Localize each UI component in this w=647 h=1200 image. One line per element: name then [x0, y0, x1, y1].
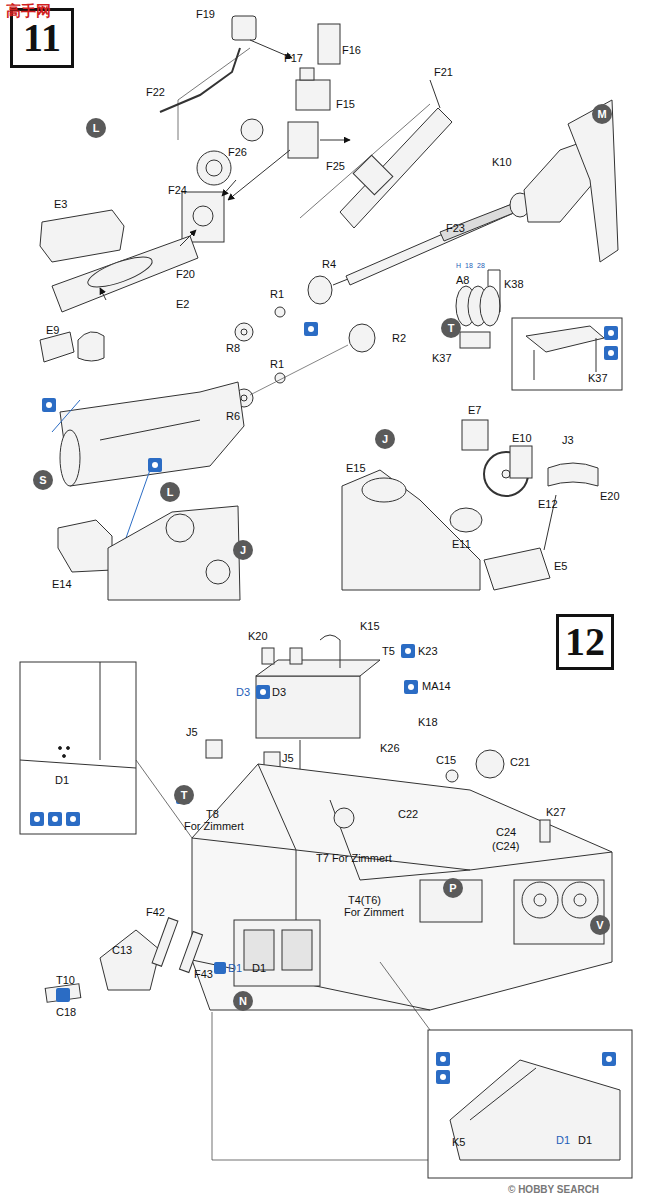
- subassembly-circle: S: [33, 470, 53, 490]
- part-number: K20: [248, 630, 268, 642]
- step-number: 11: [23, 18, 61, 58]
- step-number-box: 12: [556, 614, 614, 670]
- part-number: J3: [562, 434, 574, 446]
- subassembly-circle: T: [441, 318, 461, 338]
- subassembly-letter: T: [448, 323, 455, 334]
- part-number: A8: [456, 274, 469, 286]
- part-number: T4(T6): [348, 894, 381, 906]
- part-number: T5: [382, 645, 395, 657]
- part-number: R1: [270, 358, 284, 370]
- part-number: K26: [380, 742, 400, 754]
- part-number: F15: [336, 98, 355, 110]
- part-number: F23: [446, 222, 465, 234]
- part-number: T7 For Zimmert: [316, 852, 392, 864]
- subassembly-circle: T: [174, 785, 194, 805]
- part-number: D1: [228, 962, 242, 974]
- part-number: F20: [176, 268, 195, 280]
- part-number: E10: [512, 432, 532, 444]
- part-number: For Zimmert: [184, 820, 244, 832]
- subassembly-letter: S: [39, 475, 46, 486]
- part-number: C18: [56, 1006, 76, 1018]
- part-number: E5: [554, 560, 567, 572]
- part-number: F26: [228, 146, 247, 158]
- subassembly-letter: P: [449, 883, 456, 894]
- part-number: R8: [226, 342, 240, 354]
- part-number: E14: [52, 578, 72, 590]
- subassembly-letter: J: [240, 545, 246, 556]
- part-number: K38: [504, 278, 524, 290]
- watermark: © HOBBY SEARCH: [508, 1184, 599, 1196]
- watermark: 高手网: [6, 3, 51, 19]
- part-number: K37: [432, 352, 452, 364]
- subassembly-circle: P: [443, 878, 463, 898]
- part-number: K10: [492, 156, 512, 168]
- part-number: T8: [206, 808, 219, 820]
- part-number: J5: [282, 752, 294, 764]
- part-number: D1: [55, 774, 69, 786]
- subassembly-letter: N: [239, 996, 247, 1007]
- part-number: T10: [56, 974, 75, 986]
- part-number: F21: [434, 66, 453, 78]
- part-number: C24: [496, 826, 516, 838]
- part-number: C22: [398, 808, 418, 820]
- part-number: E15: [346, 462, 366, 474]
- part-number: For Zimmert: [344, 906, 404, 918]
- part-number: F24: [168, 184, 187, 196]
- part-number: C21: [510, 756, 530, 768]
- part-number: D3: [272, 686, 286, 698]
- subassembly-circle: M: [592, 104, 612, 124]
- part-number: E20: [600, 490, 620, 502]
- part-number: K15: [360, 620, 380, 632]
- part-number: F25: [326, 160, 345, 172]
- part-number: K18: [418, 716, 438, 728]
- paint-code: 18: [465, 262, 473, 270]
- part-number: F43: [194, 968, 213, 980]
- part-number: C13: [112, 944, 132, 956]
- subassembly-circle: V: [590, 915, 610, 935]
- part-number: F19: [196, 8, 215, 20]
- subassembly-circle: N: [233, 991, 253, 1011]
- part-number: J5: [186, 726, 198, 738]
- subassembly-letter: J: [382, 434, 388, 445]
- paint-code: 28: [477, 262, 485, 270]
- subassembly-circle: J: [233, 540, 253, 560]
- part-number: E9: [46, 324, 59, 336]
- part-number: K27: [546, 806, 566, 818]
- step-number: 12: [565, 622, 605, 662]
- part-number: R4: [322, 258, 336, 270]
- part-number: E3: [54, 198, 67, 210]
- part-number: MA14: [422, 680, 451, 692]
- part-number: D1: [556, 1134, 570, 1146]
- part-number: K5: [452, 1136, 465, 1148]
- part-number: D3: [236, 686, 250, 698]
- part-number: (C24): [492, 840, 520, 852]
- part-number: F22: [146, 86, 165, 98]
- part-number: E2: [176, 298, 189, 310]
- part-number: R1: [270, 288, 284, 300]
- subassembly-letter: T: [181, 790, 188, 801]
- subassembly-circle: J: [375, 429, 395, 449]
- part-number: E12: [538, 498, 558, 510]
- subassembly-letter: M: [597, 109, 606, 120]
- subassembly-letter: L: [93, 123, 100, 134]
- part-number: K37: [588, 372, 608, 384]
- part-number: F42: [146, 906, 165, 918]
- part-number: D1: [578, 1134, 592, 1146]
- part-number: F17: [284, 52, 303, 64]
- subassembly-letter: L: [167, 487, 174, 498]
- subassembly-letter: V: [596, 920, 603, 931]
- part-number: R6: [226, 410, 240, 422]
- part-number: K23: [418, 645, 438, 657]
- part-number: D1: [252, 962, 266, 974]
- subassembly-circle: L: [86, 118, 106, 138]
- part-number: E7: [468, 404, 481, 416]
- paint-code: H: [456, 262, 461, 270]
- part-number: E11: [452, 538, 471, 550]
- part-number: C15: [436, 754, 456, 766]
- part-number: R2: [392, 332, 406, 344]
- part-number: F16: [342, 44, 361, 56]
- subassembly-circle: L: [160, 482, 180, 502]
